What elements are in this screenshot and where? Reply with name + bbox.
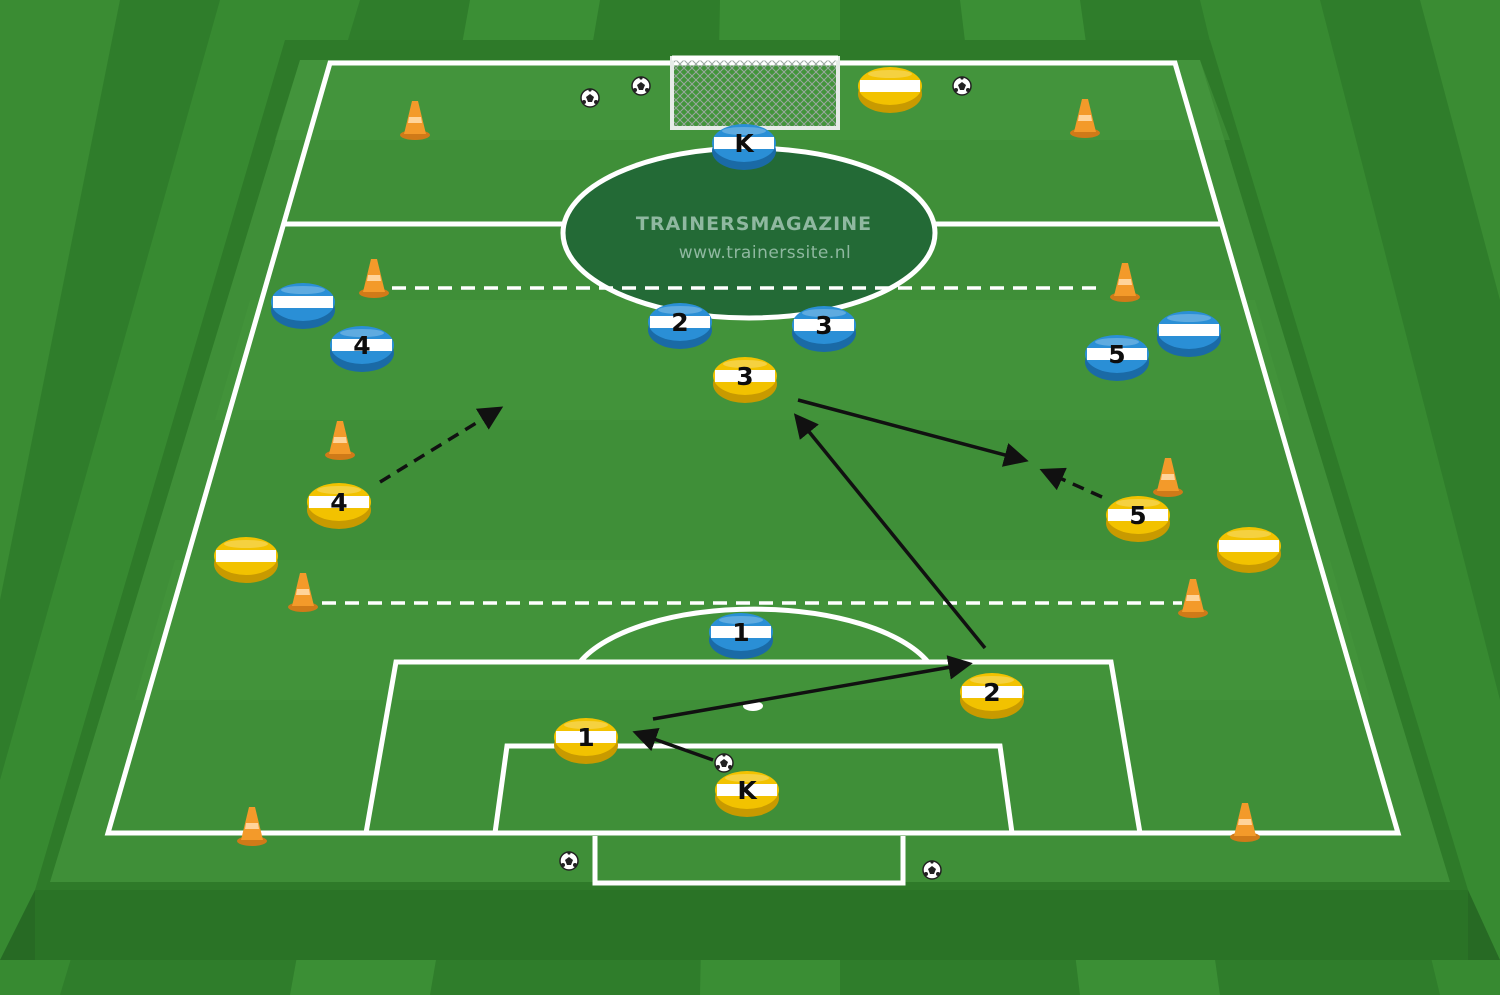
cone-icon <box>1178 579 1208 618</box>
player-yellow-0-label: 3 <box>736 362 753 391</box>
player-yellow-8 <box>1217 527 1281 573</box>
cone-icon <box>1153 458 1183 497</box>
player-yellow-1-label: 4 <box>330 488 347 517</box>
cone-icon <box>400 101 430 140</box>
player-yellow-5: K <box>715 771 779 817</box>
goal-icon <box>670 55 840 130</box>
penalty-arc <box>578 606 930 664</box>
cone-icon <box>237 807 267 846</box>
watermark-url: www.trainerssite.nl <box>679 243 852 263</box>
player-yellow-5-label: K <box>737 776 758 805</box>
player-yellow-4-label: 1 <box>577 723 594 752</box>
ball-icon <box>952 76 972 96</box>
balls <box>559 76 972 880</box>
player-blue-5-label: 1 <box>732 618 749 647</box>
cones <box>237 99 1260 846</box>
watermark-title: TRAINERSMAGAZINE <box>636 213 872 235</box>
player-yellow-3: 2 <box>960 673 1024 719</box>
player-blue-0-label: K <box>734 129 755 158</box>
pitch-lines <box>104 60 1402 886</box>
ball-icon <box>580 88 600 108</box>
movement-arrows <box>379 398 1103 762</box>
ball-icon <box>631 76 651 96</box>
cone-icon <box>288 573 318 612</box>
arrow-1-to-2 <box>652 655 973 721</box>
arrow-4-run <box>379 406 504 484</box>
player-yellow-7 <box>214 537 278 583</box>
player-yellow-3-label: 2 <box>983 678 1000 707</box>
player-blue-3-label: 4 <box>353 331 370 360</box>
player-blue-4: 5 <box>1085 335 1149 381</box>
arrow-3-to-space <box>797 398 1029 467</box>
player-blue-5: 1 <box>709 613 773 659</box>
arrow-keeper-to-1 <box>632 728 714 762</box>
player-yellow-1: 4 <box>307 483 371 529</box>
player-yellow-0: 3 <box>713 357 777 403</box>
player-blue-1: 2 <box>648 303 712 349</box>
ball-icon <box>714 753 734 773</box>
cone-icon <box>325 421 355 460</box>
player-blue-1-label: 2 <box>671 308 688 337</box>
cone-icon <box>359 259 389 298</box>
player-blue-2-label: 3 <box>815 311 832 340</box>
cone-icon <box>1230 803 1260 842</box>
zone-lines <box>322 286 1182 605</box>
player-blue-7 <box>1157 311 1221 357</box>
cone-icon <box>1070 99 1100 138</box>
player-blue-2: 3 <box>792 306 856 352</box>
player-blue-0: K <box>712 124 776 170</box>
goal-box-outer <box>592 836 906 886</box>
arrow-2-to-3 <box>793 413 987 650</box>
ball-icon <box>922 860 942 880</box>
goal-area <box>492 743 1015 834</box>
penalty-area <box>363 659 1143 834</box>
player-yellow-6 <box>858 67 922 113</box>
ball-icon <box>559 851 579 871</box>
player-blue-6 <box>271 283 335 329</box>
player-yellow-2-label: 5 <box>1129 501 1146 530</box>
player-blue-4-label: 5 <box>1108 340 1125 369</box>
arrow-5-run <box>1039 467 1103 499</box>
player-yellow-4: 1 <box>554 718 618 764</box>
player-blue-3: 4 <box>330 326 394 372</box>
cone-icon <box>1110 263 1140 302</box>
pitch-boundary <box>104 60 1402 836</box>
player-yellow-2: 5 <box>1106 496 1170 542</box>
